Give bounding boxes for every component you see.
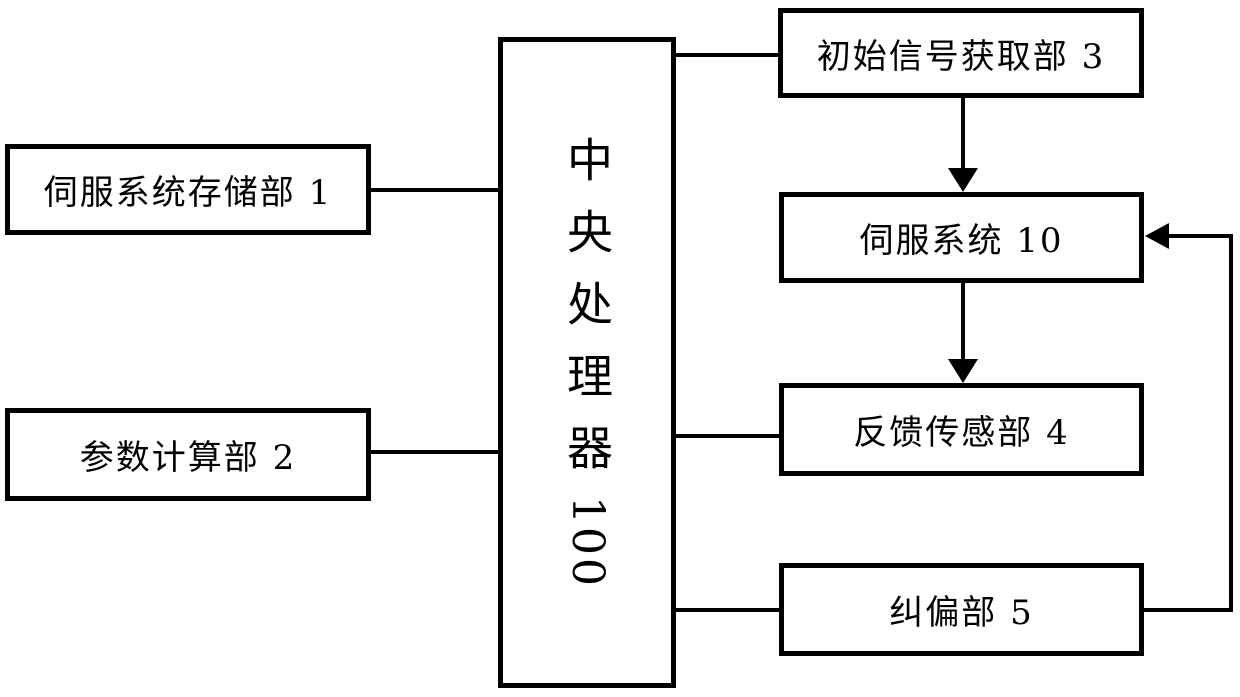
param-calc-unit-label: 参数计算部 2 [79,438,297,478]
arrow-line-servo-to-feedback [961,281,965,361]
arrowhead-down-initial-to-servo [948,168,978,192]
servo-system-label: 伺服系统 10 [859,221,1064,261]
feedback-line-bottom [1141,608,1233,612]
box-param-calc-unit: 参数计算部 2 [5,408,371,501]
arrow-line-initial-to-servo [961,96,965,172]
feedback-line-vertical [1229,234,1233,612]
connector-cpu-to-initial-signal [673,53,780,57]
initial-signal-unit-label: 初始信号获取部 3 [816,36,1106,77]
central-processor-title: 中央处理器 [560,136,614,496]
box-feedback-sensor-unit: 反馈传感部 4 [779,383,1144,476]
box-correction-unit: 纠偏部 5 [779,563,1144,656]
box-central-processor: 中央处理器100 [498,37,676,688]
feedback-line-top [1167,234,1229,238]
central-processor-number: 100 [562,496,613,589]
connector-param-to-cpu [368,450,500,454]
box-initial-signal-unit: 初始信号获取部 3 [778,8,1144,98]
connector-cpu-to-feedback-sensor [673,434,781,438]
connector-cpu-to-correction [673,608,781,612]
central-processor-label: 中央处理器100 [554,136,620,589]
arrowhead-left-into-servo-system [1145,223,1169,249]
box-servo-system: 伺服系统 10 [779,192,1144,283]
arrowhead-down-servo-to-feedback [948,359,978,383]
feedback-sensor-unit-label: 反馈传感部 4 [853,413,1070,453]
box-servo-storage-unit: 伺服系统存储部 1 [5,144,371,235]
servo-storage-unit-label: 伺服系统存储部 1 [43,173,333,213]
correction-unit-label: 纠偏部 5 [889,593,1034,633]
connector-storage-to-cpu [368,188,500,192]
